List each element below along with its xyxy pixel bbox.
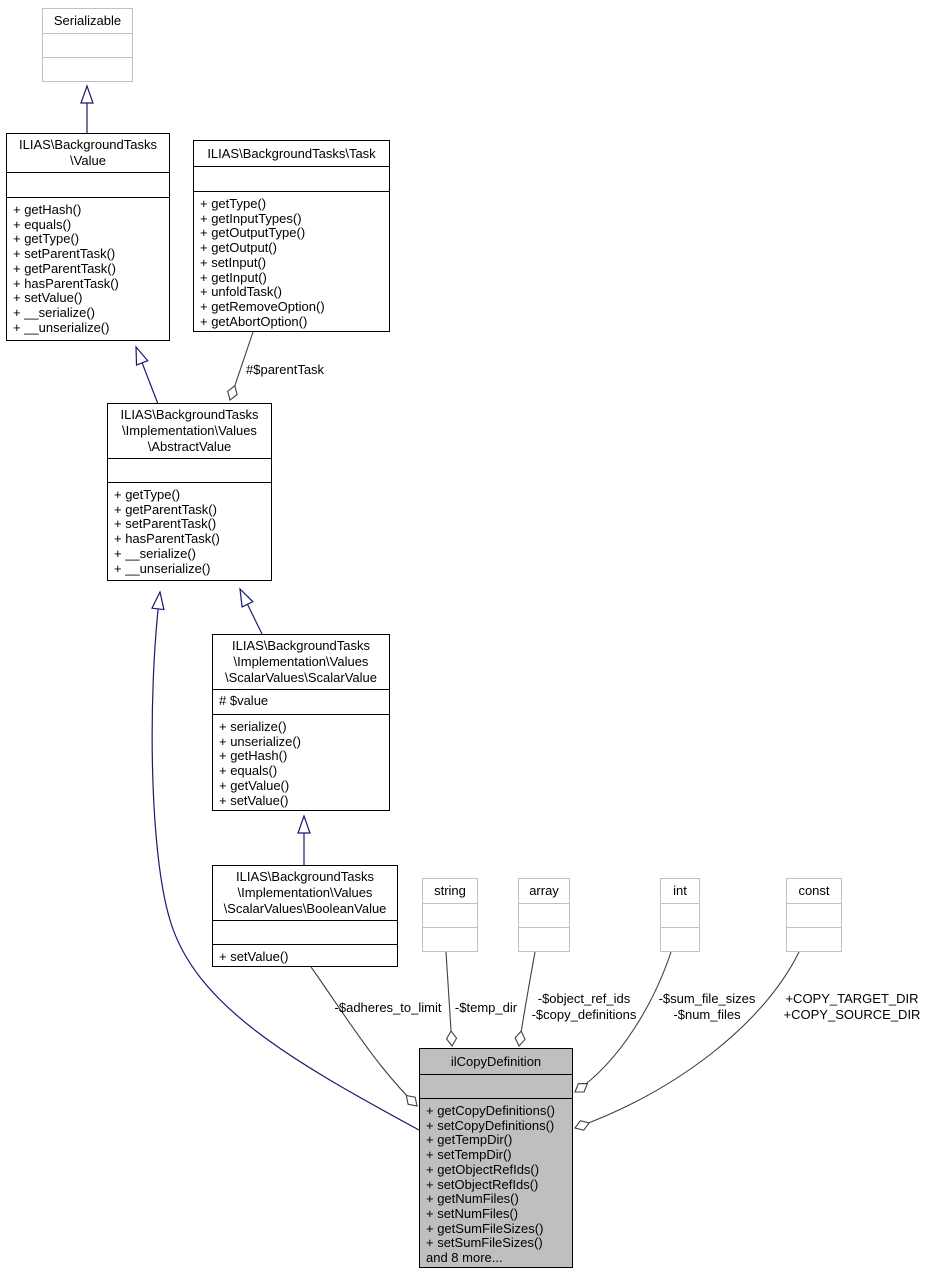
class-attributes: [519, 903, 569, 927]
usage-edge-array-to-ilcopydefinition: [514, 951, 536, 1047]
usage-edge-booleanvalue-to-ilcopydefinition: [310, 966, 418, 1107]
class-methods: + setValue(): [213, 944, 397, 966]
class-title: ILIAS\BackgroundTasks\Value: [18, 137, 158, 168]
inheritance-edge-ilcopydefinition-to-abstractvalue: [151, 590, 420, 1131]
class-methods: [519, 927, 569, 951]
usage-edge-const-to-ilcopydefinition: [574, 951, 800, 1131]
class-attributes: [787, 903, 841, 927]
usage-edge-task-to-abstractvalue: [227, 331, 254, 401]
class-attributes: [7, 172, 169, 197]
edge-label-adheres-to-limit: -$adheres_to_limit: [334, 1000, 442, 1015]
class-methods: + getHash()+ equals()+ getType()+ setPar…: [7, 197, 169, 340]
class-title: ILIAS\BackgroundTasks\Implementation\Val…: [223, 869, 387, 916]
class-title: int: [673, 883, 687, 898]
class-title: ILIAS\BackgroundTasks\Implementation\Val…: [225, 638, 377, 685]
class-title: ilCopyDefinition: [450, 1053, 542, 1069]
class-attributes: # $value: [213, 689, 389, 714]
class-box-ilias-backgroundtasks-task[interactable]: ILIAS\BackgroundTasks\Task + getType()+ …: [193, 140, 390, 332]
class-box-ilias-backgroundtasks-value[interactable]: ILIAS\BackgroundTasks\Value + getHash()+…: [6, 133, 170, 341]
class-attributes: [43, 33, 132, 57]
class-attributes: [194, 166, 389, 191]
usage-edge-int-to-ilcopydefinition: [574, 951, 672, 1093]
edge-label-copy-consts: +COPY_TARGET_DIR+COPY_SOURCE_DIR: [783, 991, 921, 1022]
class-methods: [43, 57, 132, 81]
class-title: ILIAS\BackgroundTasks\Task: [207, 145, 376, 161]
class-methods: + getType()+ getInputTypes()+ getOutputT…: [194, 191, 389, 331]
class-methods: [661, 927, 699, 951]
class-attributes: [420, 1074, 572, 1098]
class-attributes: [423, 903, 477, 927]
class-box-booleanvalue[interactable]: ILIAS\BackgroundTasks\Implementation\Val…: [212, 865, 398, 967]
class-box-abstractvalue[interactable]: ILIAS\BackgroundTasks\Implementation\Val…: [107, 403, 272, 581]
class-methods: [423, 927, 477, 951]
class-attributes: [661, 903, 699, 927]
class-title: ILIAS\BackgroundTasks\Implementation\Val…: [120, 407, 259, 454]
class-methods: [787, 927, 841, 951]
edge-label-temp-dir: -$temp_dir: [454, 1000, 518, 1015]
class-title: array: [529, 883, 559, 898]
class-box-const[interactable]: const: [786, 878, 842, 952]
class-title: Serializable: [53, 13, 122, 28]
class-box-int[interactable]: int: [660, 878, 700, 952]
class-box-array[interactable]: array: [518, 878, 570, 952]
class-methods: + getCopyDefinitions()+ setCopyDefinitio…: [420, 1098, 572, 1267]
class-box-string[interactable]: string: [422, 878, 478, 952]
class-methods: + getType()+ getParentTask()+ setParentT…: [108, 482, 271, 580]
edge-label-parent-task: #$parentTask: [246, 362, 325, 377]
class-box-scalarvalue[interactable]: ILIAS\BackgroundTasks\Implementation\Val…: [212, 634, 390, 811]
class-attributes: [108, 458, 271, 482]
edge-label-file-stats: -$sum_file_sizes-$num_files: [658, 991, 756, 1022]
class-attributes: [213, 920, 397, 944]
inheritance-edge-scalarvalue-to-abstractvalue: [239, 587, 263, 635]
inheritance-edge-abstractvalue-to-value: [135, 345, 159, 405]
edge-label-object-refs: -$object_ref_ids-$copy_definitions: [531, 991, 637, 1022]
class-methods: + serialize()+ unserialize()+ getHash()+…: [213, 714, 389, 810]
class-title: string: [434, 883, 466, 898]
class-box-ilcopydefinition[interactable]: ilCopyDefinition + getCopyDefinitions()+…: [419, 1048, 573, 1268]
class-title: const: [798, 883, 830, 898]
class-box-serializable[interactable]: Serializable: [42, 8, 133, 82]
usage-edge-string-to-ilcopydefinition: [445, 951, 458, 1047]
